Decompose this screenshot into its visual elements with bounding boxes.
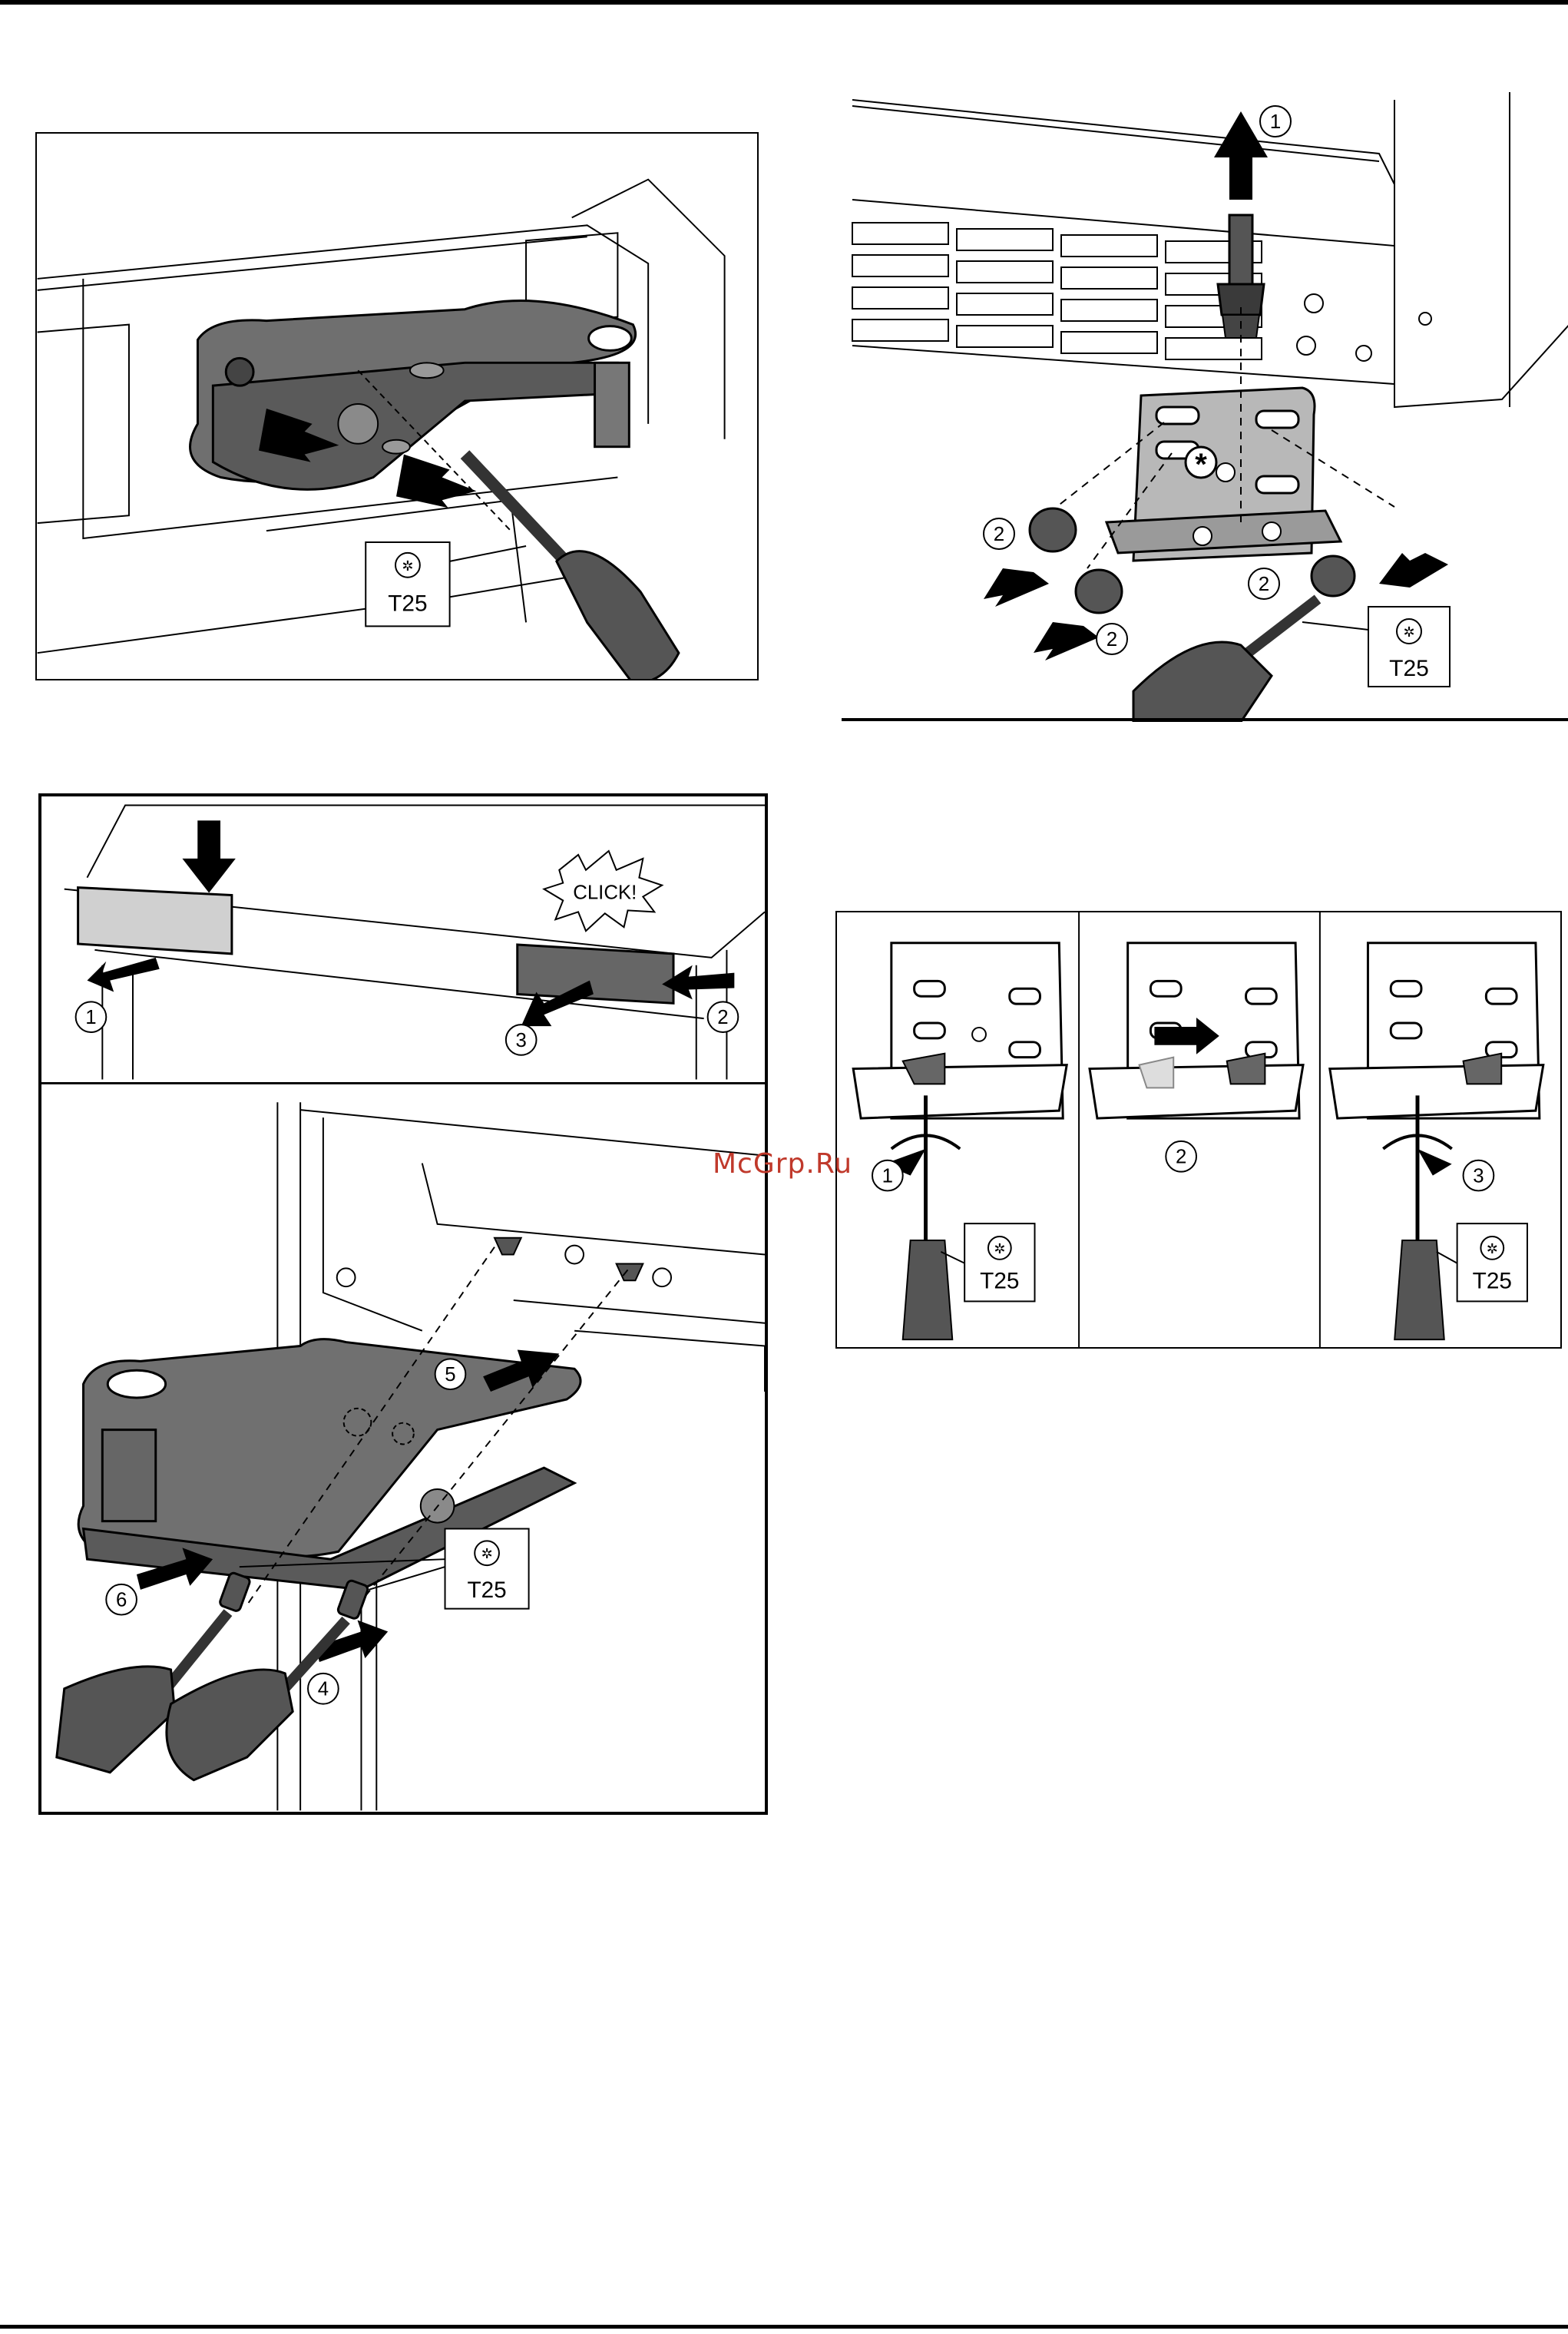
step-badge: 1 2 3 <box>76 1001 739 1054</box>
svg-text:1: 1 <box>85 1007 96 1028</box>
svg-text:1: 1 <box>1270 110 1281 133</box>
svg-text:2: 2 <box>994 522 1004 545</box>
svg-text:T25: T25 <box>467 1578 506 1603</box>
svg-text:2: 2 <box>1176 1147 1186 1168</box>
svg-text:3: 3 <box>1473 1166 1484 1187</box>
bracket-panel-2: 2 <box>1090 943 1303 1172</box>
svg-text:T25: T25 <box>1473 1269 1512 1294</box>
svg-text:1: 1 <box>882 1166 893 1187</box>
screwdriver-icon <box>57 1613 346 1780</box>
svg-text:2: 2 <box>717 1007 728 1028</box>
svg-text:*: * <box>1195 448 1207 482</box>
watermark: McGrp.Ru <box>713 1148 852 1180</box>
hinge-install-illustration: CLICK! 1 2 3 <box>41 796 765 1812</box>
svg-text:T25: T25 <box>980 1269 1019 1294</box>
svg-text:T25: T25 <box>1389 656 1429 681</box>
figure-relocate-pin: 1 ✲ T25 2 <box>835 911 1562 1349</box>
hinge-bracket <box>1107 388 1341 561</box>
cover-cap-left <box>78 888 232 954</box>
torx-t25-tag: ✲ T25 <box>366 542 526 626</box>
svg-text:6: 6 <box>116 1590 127 1611</box>
top-rule <box>0 0 1568 5</box>
svg-text:✲: ✲ <box>994 1241 1005 1256</box>
svg-text:3: 3 <box>516 1030 527 1051</box>
svg-text:2: 2 <box>1107 627 1117 651</box>
torx-t25-tag: ✲ T25 <box>1302 607 1450 687</box>
bracket-panel-3: 3 ✲ T25 <box>1330 943 1543 1339</box>
svg-text:✲: ✲ <box>481 1546 493 1561</box>
bracket-removal-illustration: 1 * <box>842 92 1568 722</box>
svg-text:✲: ✲ <box>1403 624 1414 640</box>
step-badge: 1 <box>1260 106 1291 137</box>
figure-install-hinge: CLICK! 1 2 3 <box>38 793 768 1815</box>
cover-cap-right <box>518 945 673 1003</box>
svg-text:CLICK!: CLICK! <box>573 882 637 903</box>
click-burst-icon: CLICK! <box>544 851 662 931</box>
svg-text:✲: ✲ <box>402 558 413 574</box>
figure-remove-bracket: 1 * <box>842 92 1568 722</box>
figure-remove-hinge: ✲ T25 <box>35 132 759 680</box>
svg-text:4: 4 <box>318 1679 329 1700</box>
svg-text:✲: ✲ <box>1487 1241 1498 1256</box>
screwdriver-icon <box>1133 599 1318 722</box>
bracket-panel-1: 1 ✲ T25 <box>853 943 1067 1339</box>
tool-label: T25 <box>388 591 427 616</box>
bottom-rule <box>0 2325 1568 2329</box>
svg-text:5: 5 <box>445 1364 455 1386</box>
svg-text:2: 2 <box>1259 572 1269 595</box>
hinge-removal-illustration: ✲ T25 <box>37 134 757 679</box>
vent-grille <box>852 223 1262 359</box>
pin-relocation-illustration: 1 ✲ T25 2 <box>837 912 1560 1347</box>
